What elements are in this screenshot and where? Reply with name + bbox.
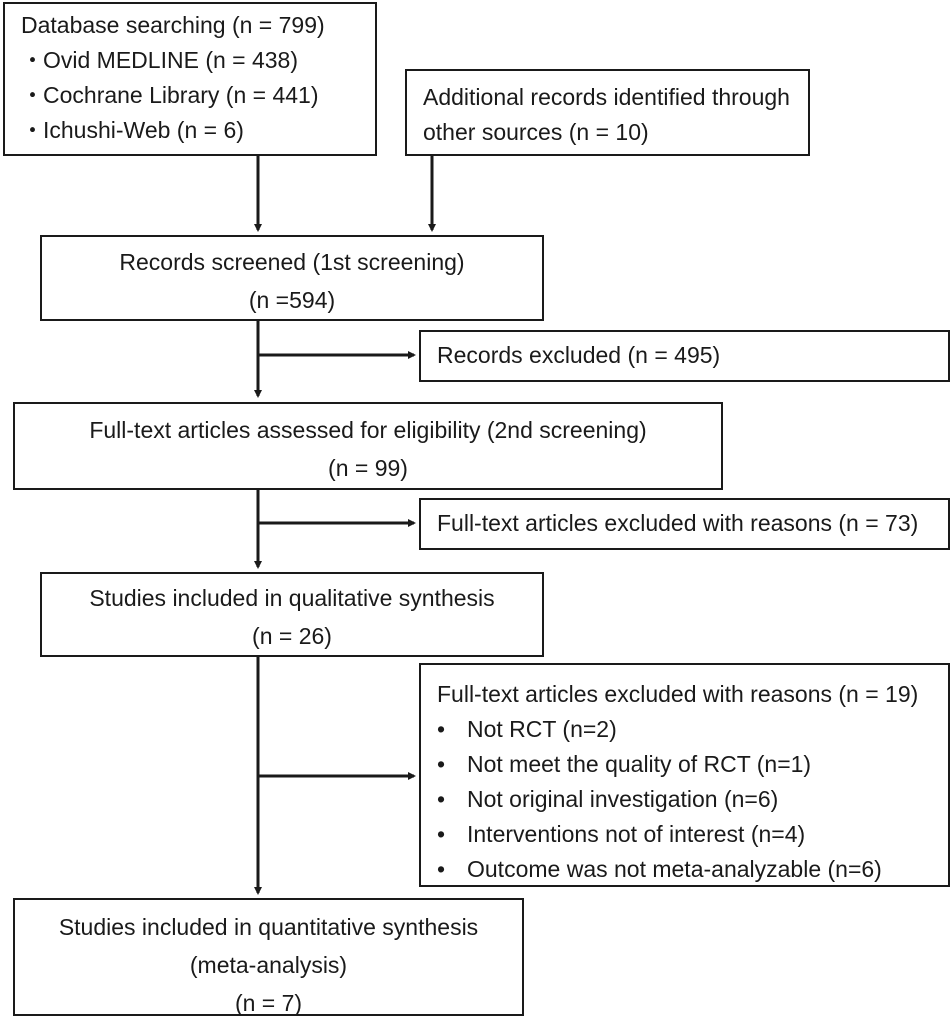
exclusion-reason-item: •Outcome was not meta-analyzable (n=6) [437,856,882,882]
fulltext-excluded-73-box: Full-text articles excluded with reasons… [419,498,950,550]
records-excluded-box: Records excluded (n = 495) [419,330,950,382]
exclusion-reason-item: •Not original investigation (n=6) [437,786,779,812]
qualitative-synthesis-box: Studies included in qualitative synthesi… [40,572,544,657]
fulltext-count: (n = 99) [328,455,408,481]
database-source-item: ・Ichushi-Web (n = 6) [21,117,244,143]
excluded-19-title: Full-text articles excluded with reasons… [437,681,919,707]
qualitative-line-1: Studies included in qualitative synthesi… [89,585,495,611]
exclusion-reason-item: •Not meet the quality of RCT (n=1) [437,751,812,777]
fulltext-assessed-box: Full-text articles assessed for eligibil… [13,402,723,490]
exclusion-reason-item: •Not RCT (n=2) [437,716,617,742]
screened-line-1: Records screened (1st screening) [119,249,465,275]
records-excluded-text: Records excluded (n = 495) [437,342,721,368]
quantitative-synthesis-box: Studies included in quantitative synthes… [13,898,524,1016]
quantitative-line-2: (meta-analysis) [189,952,348,978]
fulltext-excluded-19-box: Full-text articles excluded with reasons… [419,663,950,887]
fulltext-line-1: Full-text articles assessed for eligibil… [89,417,647,443]
records-screened-box: Records screened (1st screening) (n =594… [40,235,544,321]
additional-records-box: Additional records identified through ot… [405,69,810,156]
exclusion-reason-item: •Interventions not of interest (n=4) [437,821,806,847]
screened-count: (n =594) [248,287,336,313]
quantitative-count: (n = 7) [234,990,303,1016]
database-source-item: ・Cochrane Library (n = 441) [21,82,319,108]
database-title: Database searching (n = 799) [21,12,325,38]
database-source-item: ・Ovid MEDLINE (n = 438) [21,47,299,73]
fulltext-excluded-73-text: Full-text articles excluded with reasons… [437,510,919,536]
qualitative-count: (n = 26) [252,623,332,649]
additional-line-1: Additional records identified through [423,84,790,110]
additional-line-2: other sources (n = 10) [423,119,649,145]
quantitative-line-1: Studies included in quantitative synthes… [58,914,479,940]
database-searching-box: Database searching (n = 799) ・Ovid MEDLI… [3,2,377,156]
